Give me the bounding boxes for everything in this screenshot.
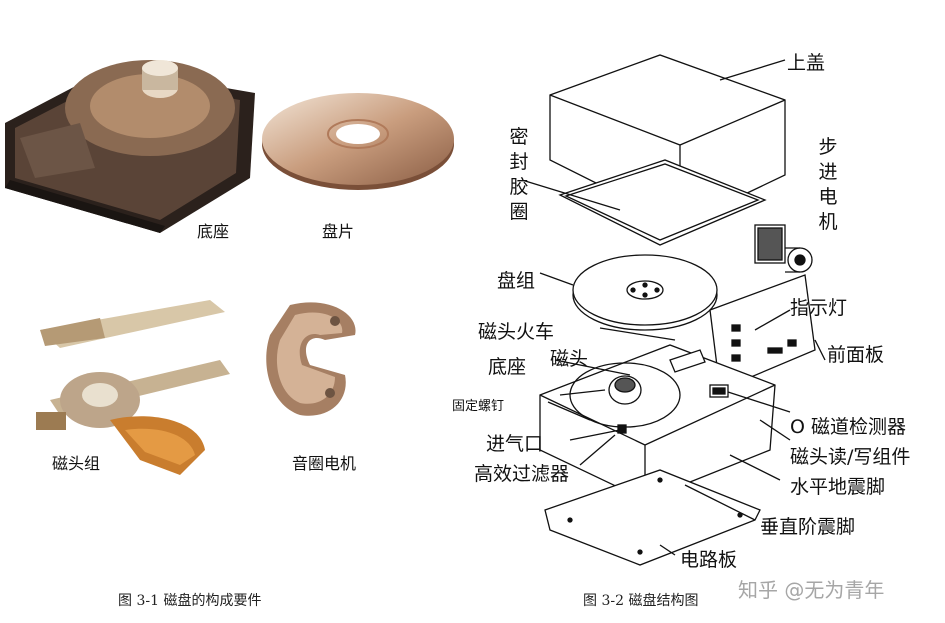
label-platter-photo: 盘片 (322, 222, 355, 241)
label-seal-gasket: 密封胶圈 (509, 125, 529, 225)
stepper-motor-drawing (754, 224, 813, 273)
exploded-diagram-drawing (521, 54, 826, 566)
platter-stack-drawing (572, 254, 718, 331)
label-voice-coil-motor-photo: 音圈电机 (292, 454, 357, 473)
label-track-detector: O 磁道检测器 (790, 416, 906, 438)
label-stepper-motor-text: 步进电机 (818, 136, 838, 233)
label-base: 底座 (488, 356, 527, 378)
figure-3-1-caption: 图 3-1 磁盘的构成要件 (118, 593, 262, 609)
hdd-base-photo (5, 60, 255, 233)
label-air-inlet: 进气口 (486, 433, 544, 455)
label-hepa-filter: 高效过滤器 (474, 463, 570, 485)
label-seal-gasket-text: 密封胶圈 (509, 126, 529, 223)
label-vertical-shock-mount: 垂直阶震脚 (760, 516, 856, 538)
label-indicator-light: 指示灯 (790, 297, 848, 319)
head-assembly-photo (36, 300, 230, 475)
label-top-cover: 上盖 (787, 52, 826, 74)
base-chassis-drawing (539, 344, 776, 501)
zhihu-watermark: 知乎 @无为青年 (738, 578, 885, 602)
figure-3-2-caption: 图 3-2 磁盘结构图 (583, 593, 699, 609)
label-circuit-board: 电路板 (680, 549, 738, 571)
label-head-carriage: 磁头火车 (478, 321, 555, 343)
label-rw-assembly: 磁头读/写组件 (790, 446, 911, 468)
label-fixing-screw: 固定螺钉 (452, 399, 505, 414)
label-horizontal-shock-mount: 水平地震脚 (790, 476, 886, 498)
label-stepper-motor: 步进电机 (818, 135, 838, 235)
voice-coil-motor-photo (266, 302, 356, 416)
label-base-photo: 底座 (197, 222, 230, 241)
label-head-assembly-photo: 磁头组 (52, 454, 101, 473)
label-platter-stack: 盘组 (497, 270, 536, 292)
label-front-panel: 前面板 (827, 344, 885, 366)
label-head: 磁头 (550, 348, 589, 370)
platter-photo (262, 93, 454, 190)
